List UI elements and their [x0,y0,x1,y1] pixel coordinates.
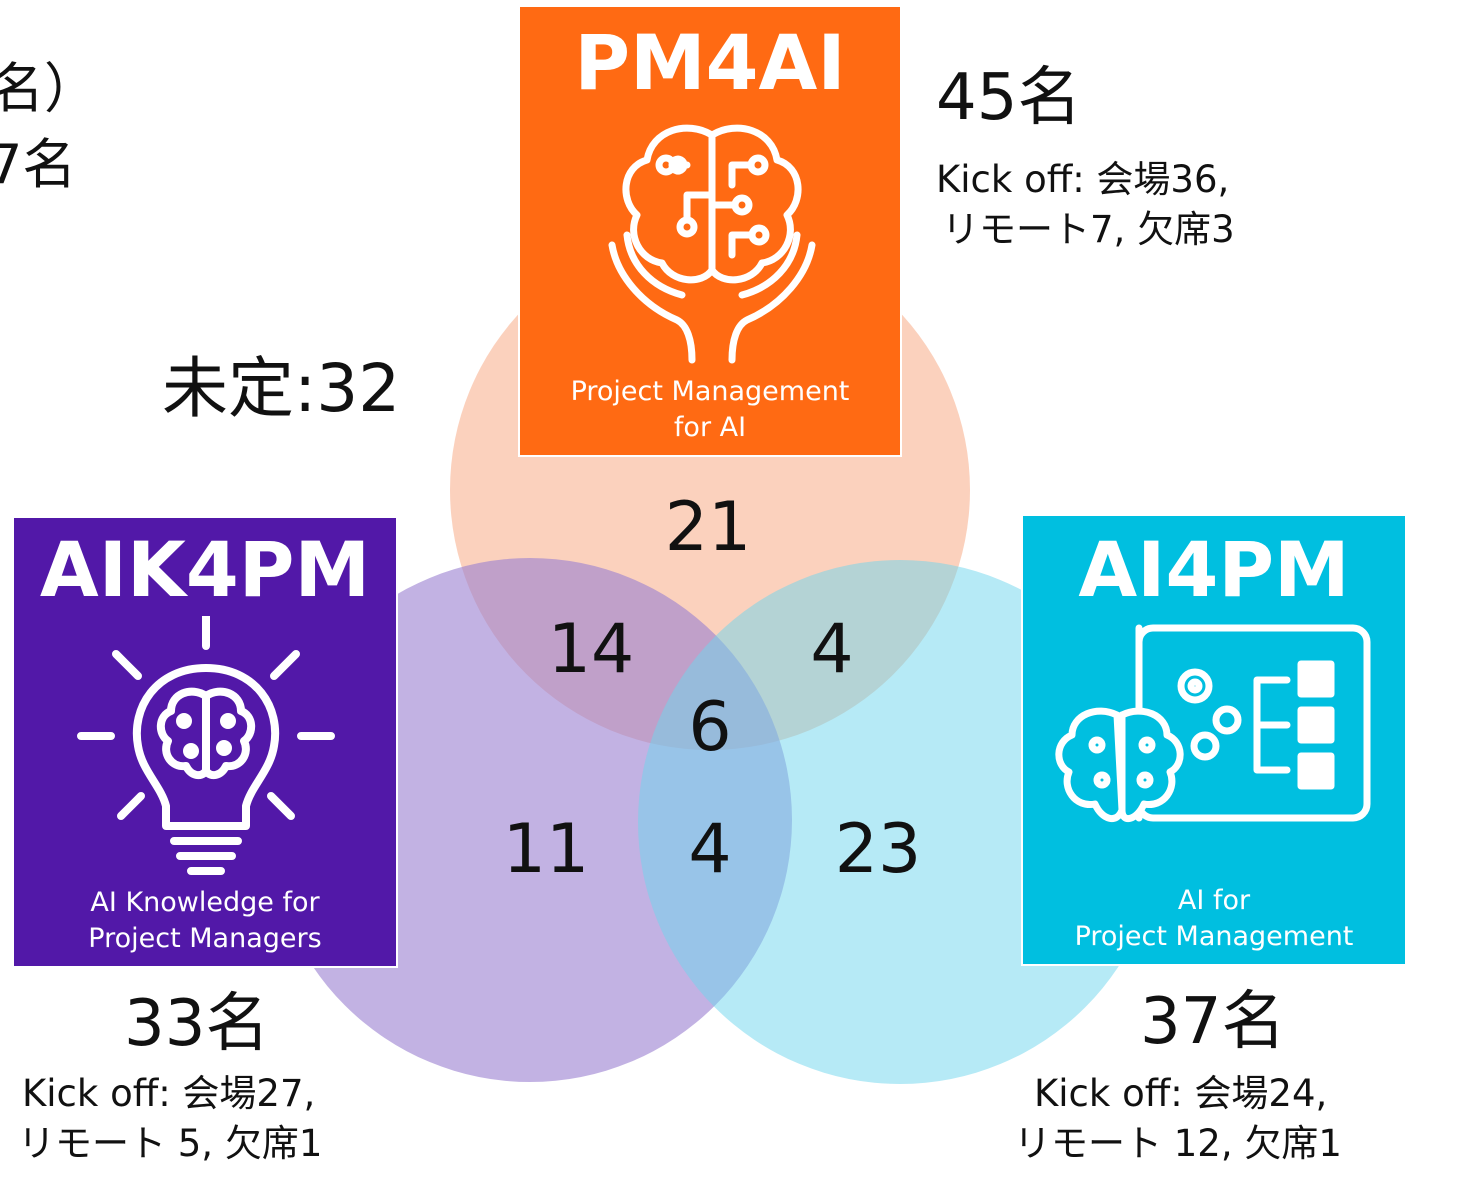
brain-in-hands-icon [608,124,816,364]
partial-text-line1: 名） [0,57,98,120]
ai4pm-title: AI4PM [1078,525,1350,614]
ai4pm-count: 37名 [1140,985,1286,1059]
ai4pm-subtitle-line1: AI for [1177,885,1251,916]
brain-lightbulb-icon [77,616,335,875]
ai4pm-info-line1: Kick off: 会場24, [1034,1072,1328,1115]
ai4pm-info-line2: リモート 12, 欠席1 [1014,1122,1342,1165]
ai4pm-subtitle-line2: Project Management [1074,921,1354,952]
region-pm4ai-ai4pm: 4 [810,610,854,689]
aik4pm-info-line2: リモート 5, 欠席1 [18,1122,323,1165]
aik4pm-count: 33名 [124,987,270,1061]
region-aik4pm-only: 11 [502,810,590,889]
pm4ai-count: 45名 [936,61,1082,135]
region-pm4ai-aik4pm: 14 [547,610,635,689]
pm4ai-info-line2: リモート7, 欠席3 [942,208,1235,251]
pm4ai-info-line1: Kick off: 会場36, [936,158,1230,201]
region-aik4pm-ai4pm: 4 [688,810,732,889]
pm4ai-title: PM4AI [574,18,846,107]
pm4ai-card: PM4AI Project Management for AI [518,5,902,457]
pm4ai-subtitle-line1: Project Management [570,376,850,407]
ai4pm-card: AI4PM AI for Project Management [1021,514,1407,966]
partial-text-line2: 7名 [0,133,77,196]
aik4pm-title: AIK4PM [39,525,371,614]
aik4pm-card: AIK4PM AI Knowledge for Project Managers [12,516,398,968]
region-pm4ai-only: 21 [664,488,752,567]
aik4pm-info-line1: Kick off: 会場27, [22,1072,316,1115]
undecided-label: 未定:32 [162,350,401,427]
pm4ai-subtitle-line2: for AI [673,412,747,443]
aik4pm-circle [268,558,792,1082]
region-ai4pm-only: 23 [834,810,922,889]
region-all-three: 6 [688,688,732,767]
aik4pm-subtitle-line2: Project Managers [88,923,322,954]
brain-dashboard-gears-icon [1055,624,1371,822]
aik4pm-subtitle-line1: AI Knowledge for [90,887,320,918]
